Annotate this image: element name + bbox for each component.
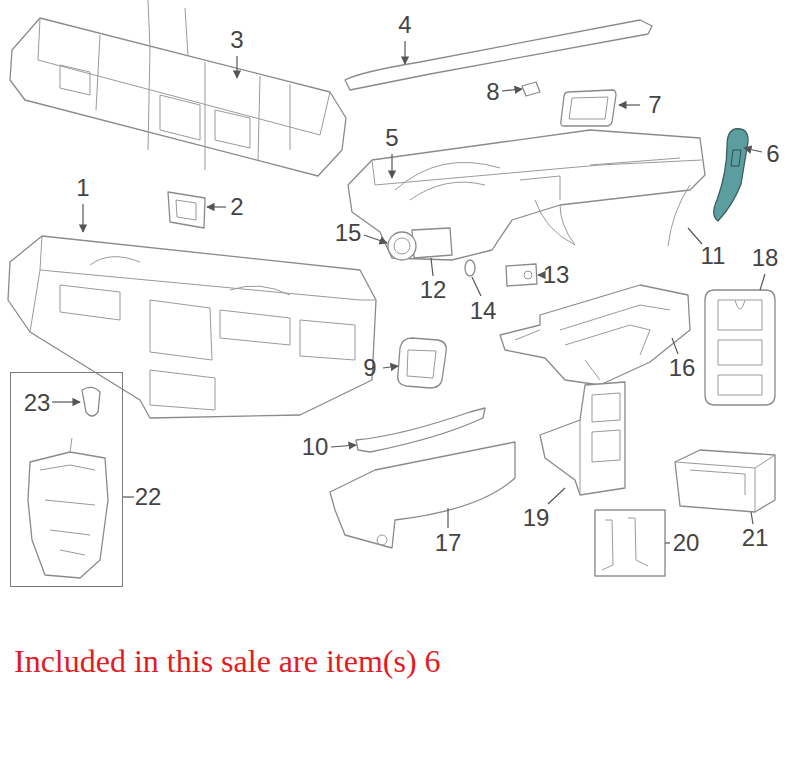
upper-frame — [10, 0, 346, 176]
callout-number: 13 — [543, 263, 570, 287]
radio-bezel — [705, 290, 775, 405]
callout-number: 2 — [230, 195, 243, 219]
callout-number: 4 — [398, 13, 411, 37]
end-cap — [714, 129, 748, 221]
plug — [465, 260, 475, 276]
storage-bin — [675, 450, 775, 512]
trim-ring — [398, 338, 447, 388]
callout-number: 18 — [752, 246, 779, 270]
console — [540, 382, 625, 495]
callout-number: 6 — [766, 142, 779, 166]
switch — [506, 264, 537, 286]
trim-strip — [356, 408, 485, 452]
callout-number: 14 — [470, 299, 497, 323]
shifter — [28, 387, 108, 578]
callout-number: 5 — [385, 126, 398, 150]
callout-number: 9 — [363, 356, 376, 380]
mount-bracket — [168, 192, 205, 228]
callout-number: 16 — [669, 356, 696, 380]
callout-number: 15 — [335, 221, 362, 245]
center-bracket — [500, 285, 690, 385]
bracket-box: 23 — [10, 372, 123, 587]
dash-pad — [348, 130, 705, 260]
callout-number: 19 — [523, 506, 550, 530]
callout-number: 17 — [435, 531, 462, 555]
callout-number: 20 — [673, 531, 700, 555]
callout-number: 7 — [648, 93, 661, 117]
callout-number: 23 — [24, 391, 51, 415]
leader-lines — [52, 41, 765, 543]
callout-number: 21 — [742, 526, 769, 550]
switch-bezel — [412, 228, 452, 258]
lower-panel — [330, 442, 515, 548]
callout-number: 10 — [302, 435, 329, 459]
clip — [522, 82, 540, 96]
vent-bezel — [561, 90, 616, 126]
brackets-box — [595, 510, 665, 576]
vent-knob — [388, 232, 416, 260]
sale-note: Included in this sale are item(s) 6 — [14, 645, 441, 677]
callout-number: 11 — [701, 244, 726, 268]
callout-number: 1 — [76, 176, 89, 200]
instrument-panel — [8, 236, 376, 418]
callout-number: 3 — [230, 28, 243, 52]
callout-number: 8 — [486, 80, 499, 104]
callout-number: 22 — [135, 485, 162, 509]
seal — [668, 185, 690, 246]
callout-number: 12 — [420, 278, 447, 302]
